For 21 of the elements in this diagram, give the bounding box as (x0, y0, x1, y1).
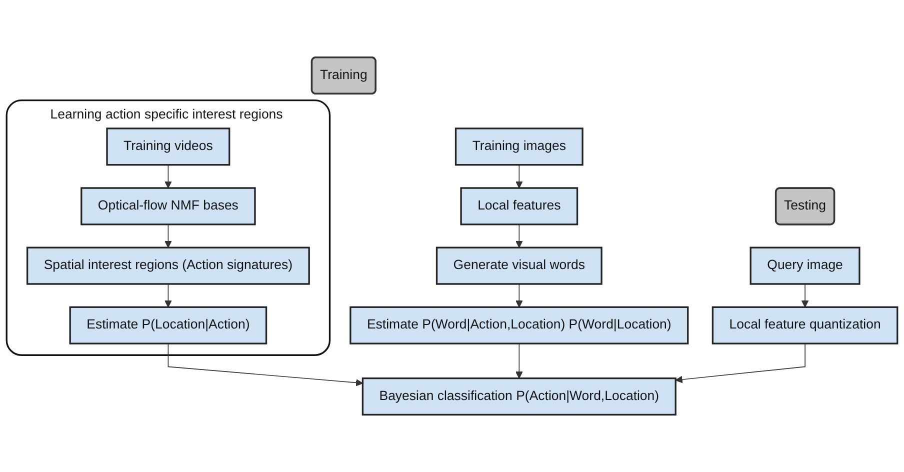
node-box: Spatial interest regions (Action signatures) (26, 246, 310, 285)
arrow (168, 343, 364, 386)
arrow (516, 284, 523, 308)
node-box: Estimate P(Word|Action,Location) P(Word|Location) (350, 306, 689, 344)
node-box: Local feature quantization (712, 306, 898, 344)
arrow (516, 224, 523, 248)
node-box: Optical-flow NMF bases (80, 187, 256, 226)
node-box: Training videos (106, 128, 230, 166)
arrow (164, 164, 172, 188)
arrow (801, 284, 809, 308)
arrow (675, 343, 806, 384)
arrow (516, 164, 523, 188)
arrow (516, 343, 523, 379)
arrow (164, 224, 172, 248)
node-box: Generate visual words (436, 246, 602, 285)
node-box: Training images (454, 128, 584, 166)
node-box: Bayesian classification P(Action|Word,Location) (362, 377, 676, 416)
node-box: Estimate P(Location|Action) (69, 306, 268, 344)
node-box: Query image (750, 246, 860, 285)
node-box: Local features (460, 187, 578, 226)
arrow (164, 284, 172, 308)
